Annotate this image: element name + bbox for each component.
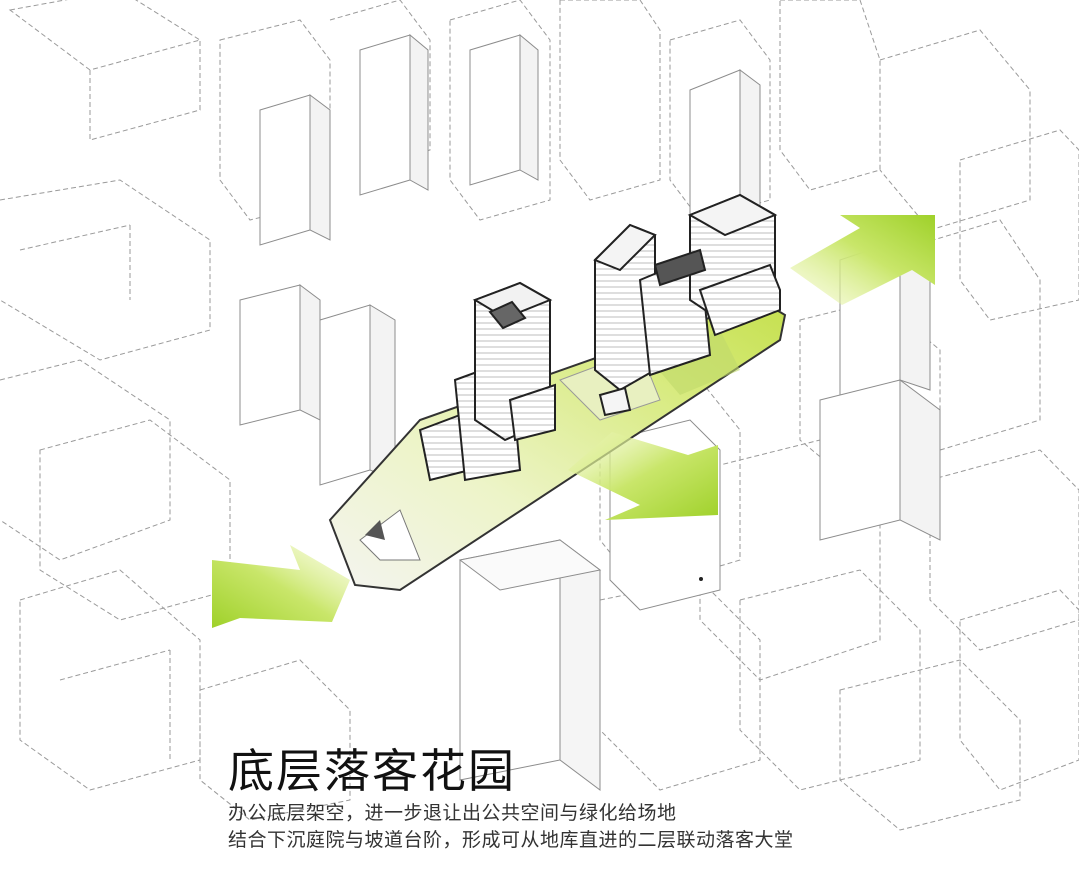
- arrow-southeast-icon: [568, 432, 718, 520]
- context-towers: [239, 33, 941, 791]
- tower-right: [593, 193, 781, 417]
- arrow-northeast-icon: [790, 215, 935, 305]
- caption-line-2: 结合下沉庭院与坡道台阶，形成可从地库直进的二层联动落客大堂: [228, 829, 794, 851]
- marker-dot: [699, 577, 703, 581]
- caption-block: 底层落客花园 办公底层架空，进一步退让出公共空间与绿化给场地 结合下沉庭院与坡道…: [228, 742, 1048, 854]
- caption-line-1: 办公底层架空，进一步退让出公共空间与绿化给场地: [228, 802, 677, 824]
- caption-title: 底层落客花园: [228, 744, 516, 798]
- tower-left: [418, 281, 556, 482]
- context-buildings: [0, 0, 1079, 831]
- arrow-southwest-icon: [212, 545, 350, 628]
